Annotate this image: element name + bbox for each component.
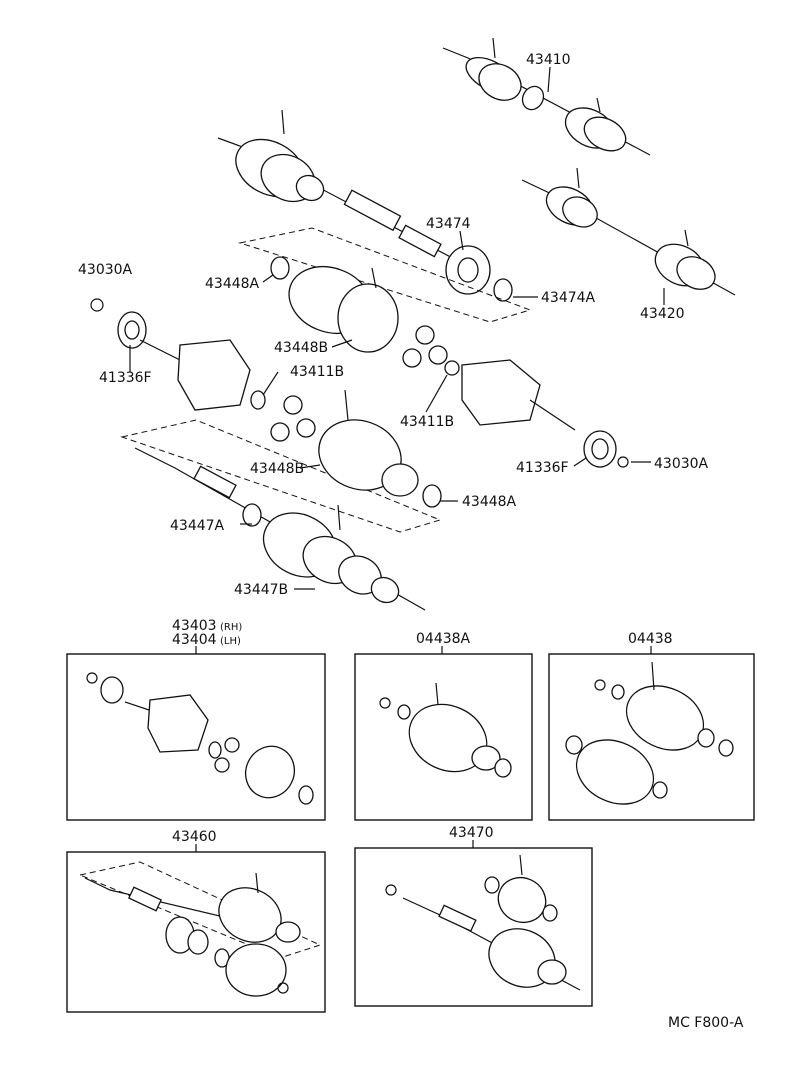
label-43474: 43474 (426, 216, 471, 232)
lower-bracket-dashed (120, 419, 442, 533)
label-43410: 43410 (526, 52, 571, 68)
kit-43470-contents (385, 854, 581, 991)
kit-04438A-contents (379, 682, 512, 778)
label-43403-suffix: (RH) (220, 622, 242, 633)
label-41336F-right: 41336F (516, 460, 569, 476)
joint-43474-drawing (445, 245, 513, 302)
label-43403: 43403 (172, 618, 217, 634)
label-04438: 04438 (628, 631, 673, 647)
label-43447A: 43447A (170, 518, 225, 534)
tripod-center-drawing (402, 325, 460, 376)
label-43460: 43460 (172, 829, 217, 845)
outer-housing-right-drawing (461, 359, 629, 468)
inner-housing-left-drawing (90, 298, 266, 411)
label-43448A-top: 43448A (205, 276, 260, 292)
label-43411B-left: 43411B (290, 364, 344, 380)
drive-shaft-43420-drawing (521, 167, 736, 296)
label-43411B-right: 43411B (400, 414, 454, 430)
upper-shaft-drawing (217, 109, 461, 263)
label-43420: 43420 (640, 306, 685, 322)
label-43030A-right: 43030A (654, 456, 709, 472)
label-43404-suffix: (LH) (220, 636, 241, 647)
label-43447B: 43447B (234, 582, 288, 598)
kit-43403-contents (86, 672, 314, 805)
footer-code: MC F800-A (668, 1015, 744, 1031)
label-43030A-left: 43030A (78, 262, 133, 278)
upper-bracket-dashed (238, 227, 532, 323)
kit-box-04438A (354, 653, 533, 821)
label-43404: 43404 (172, 632, 217, 648)
lower-shaft-drawing (134, 447, 426, 611)
drive-shaft-43410-drawing (442, 37, 651, 156)
kit-04438-contents (565, 661, 734, 805)
tripod-lower-drawing (270, 395, 316, 442)
label-43448B-top: 43448B (274, 340, 328, 356)
label-43470: 43470 (449, 825, 494, 841)
label-43448B-bottom: 43448B (250, 461, 304, 477)
label-04438A: 04438A (416, 631, 471, 647)
kit-43460-contents (78, 861, 322, 997)
part-labels: 43410 43474 43448A 43474A 43420 43030A 4… (78, 52, 744, 1031)
boot-43448B-upper-drawing (270, 256, 399, 353)
label-41336F-left: 41336F (99, 370, 152, 386)
label-43448A-bottom: 43448A (462, 494, 517, 510)
label-43474A: 43474A (541, 290, 596, 306)
leader-lines (129, 66, 665, 852)
boot-43448B-lower-drawing (318, 389, 442, 508)
